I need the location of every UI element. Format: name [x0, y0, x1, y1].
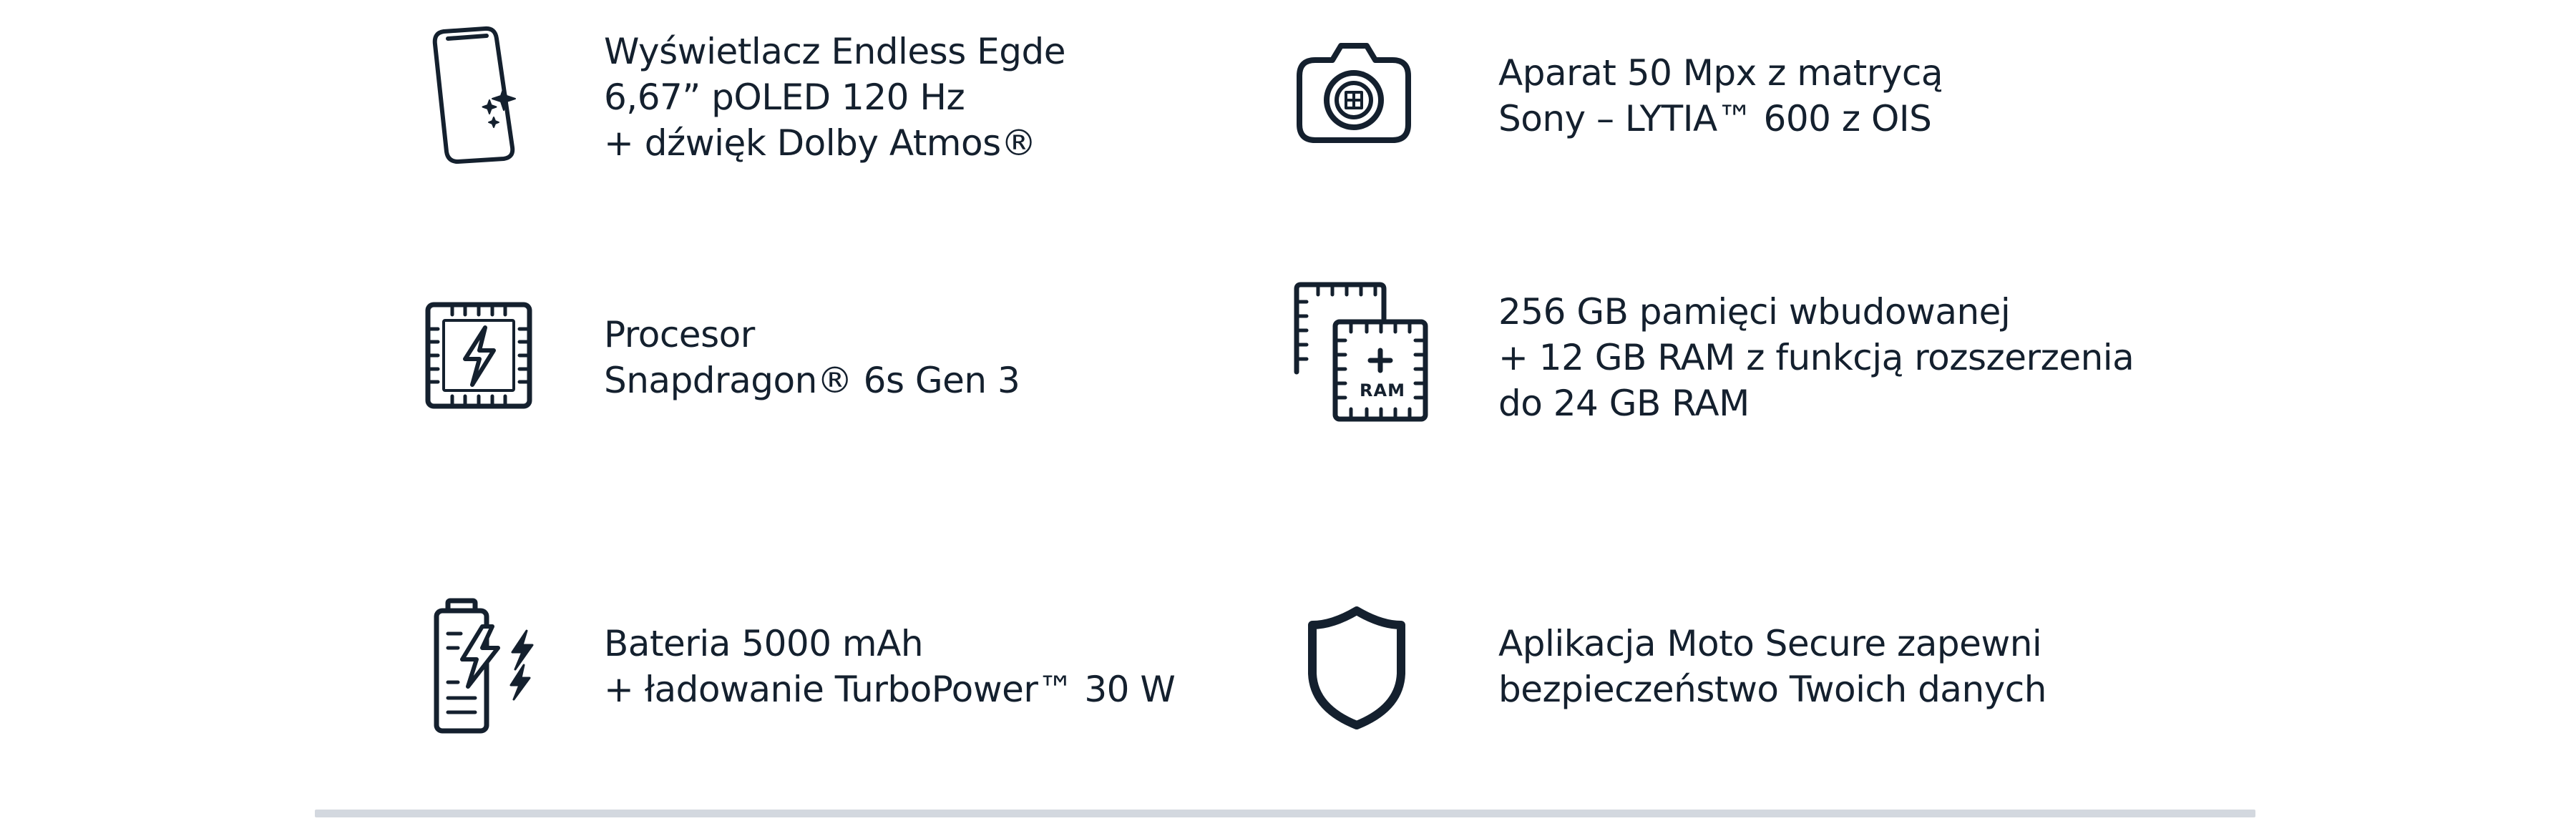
feature-memory-line-3: do 24 GB RAM: [1498, 383, 1750, 424]
feature-display-line-1: Wyświetlacz Endless Egde: [604, 31, 1066, 72]
memory-chip-icon: [1292, 280, 1430, 423]
feature-battery-text: Bateria 5000 mAh + ładowanie TurboPower™…: [604, 621, 1176, 712]
feature-processor-text: Procesor Snapdragon® 6s Gen 3: [604, 312, 1020, 403]
camera-icon: [1295, 41, 1413, 144]
feature-display-text: Wyświetlacz Endless Egde 6,67” pOLED 120…: [604, 29, 1066, 166]
feature-memory-line-2: + 12 GB RAM z funkcją rozszerzenia: [1498, 337, 2135, 378]
feature-battery-line-1: Bateria 5000 mAh: [604, 623, 924, 664]
feature-security-line-2: bezpieczeństwo Twoich danych: [1498, 669, 2046, 710]
feature-display-line-2: 6,67” pOLED 120 Hz: [604, 77, 965, 118]
feature-display-line-3: + dźwięk Dolby Atmos®: [604, 122, 1037, 164]
feature-security-line-1: Aplikacja Moto Secure zapewni: [1498, 623, 2042, 664]
feature-camera-line-1: Aparat 50 Mpx z matrycą: [1498, 52, 1943, 94]
processor-chip-icon: [424, 300, 534, 410]
feature-security-text: Aplikacja Moto Secure zapewni bezpieczeń…: [1498, 621, 2046, 712]
feature-battery-line-2: + ładowanie TurboPower™ 30 W: [604, 669, 1176, 710]
smartphone-sparkle-icon: [429, 26, 530, 164]
feature-camera-text: Aparat 50 Mpx z matrycą Sony – LYTIA™ 60…: [1498, 50, 1943, 142]
shield-icon: [1307, 605, 1407, 731]
battery-charging-icon: [432, 598, 541, 734]
feature-processor-line-1: Procesor: [604, 314, 755, 355]
feature-camera-line-2: Sony – LYTIA™ 600 z OIS: [1498, 98, 1932, 139]
feature-memory-line-1: 256 GB pamięci wbudowanej: [1498, 291, 2011, 333]
feature-processor-line-2: Snapdragon® 6s Gen 3: [604, 360, 1020, 401]
feature-memory-text: 256 GB pamięci wbudowanej + 12 GB RAM z …: [1498, 289, 2135, 426]
memory-chip-label: RAM: [1360, 380, 1405, 400]
bottom-divider: [315, 810, 2255, 817]
